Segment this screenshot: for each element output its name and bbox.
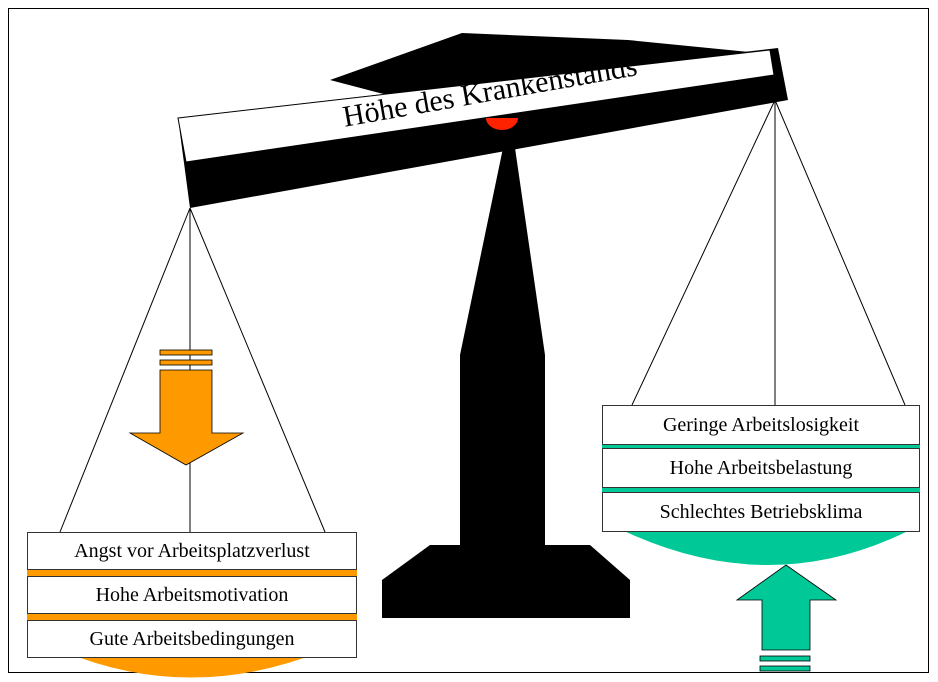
- down-arrow-icon: [128, 349, 245, 466]
- right-pan-band: [602, 442, 920, 450]
- left-pan-band: [27, 568, 357, 578]
- pivot-circle: [486, 118, 518, 130]
- right-pan-band: [602, 486, 920, 494]
- left-pan-item: Gute Arbeitsbedingungen: [27, 620, 357, 658]
- right-pan: [622, 530, 910, 565]
- left-string: [189, 207, 326, 533]
- right-string: [631, 99, 776, 406]
- right-pan-item: Hohe Arbeitsbelastung: [602, 448, 920, 488]
- scale-column: [460, 148, 545, 545]
- beam-label-area: [177, 49, 775, 163]
- right-pan-item: Schlechtes Betriebsklima: [602, 492, 920, 532]
- left-string: [59, 207, 191, 533]
- right-string: [774, 99, 906, 406]
- diagram-frame: [8, 8, 929, 673]
- right-pan-item: Geringe Arbeitslosigkeit: [602, 405, 920, 445]
- left-pan-item: Hohe Arbeitsmotivation: [27, 576, 357, 614]
- left-pan-band: [27, 613, 357, 623]
- left-pan-item: Angst vor Arbeitsplatzverlust: [27, 532, 357, 570]
- up-arrow-icon: [735, 564, 838, 672]
- scale-base: [382, 545, 630, 618]
